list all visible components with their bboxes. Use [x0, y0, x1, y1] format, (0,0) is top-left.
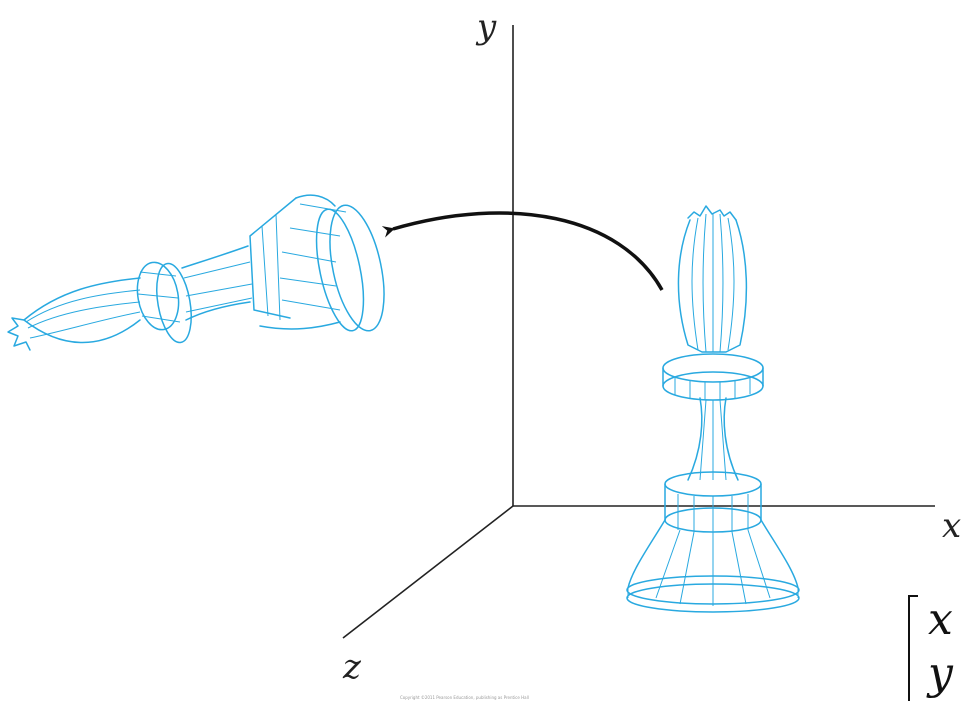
z-axis-label: z [342, 647, 362, 687]
matrix-row-1-entry: x [928, 594, 953, 645]
z-axis-line [343, 506, 513, 638]
partial-matrix: x y [909, 594, 954, 701]
coordinate-axes [343, 25, 935, 638]
rotation-arrow-icon [393, 213, 662, 290]
matrix-row-2-entry: y [926, 648, 954, 699]
copyright-notice: Copyright ©2011 Pearson Education, publi… [400, 695, 529, 700]
upright-bishop-piece-icon [627, 206, 799, 612]
x-axis-label: x [942, 506, 961, 546]
matrix-left-bracket [909, 596, 918, 701]
y-axis-label: y [475, 7, 497, 47]
rotated-bishop-piece-icon [8, 195, 394, 350]
